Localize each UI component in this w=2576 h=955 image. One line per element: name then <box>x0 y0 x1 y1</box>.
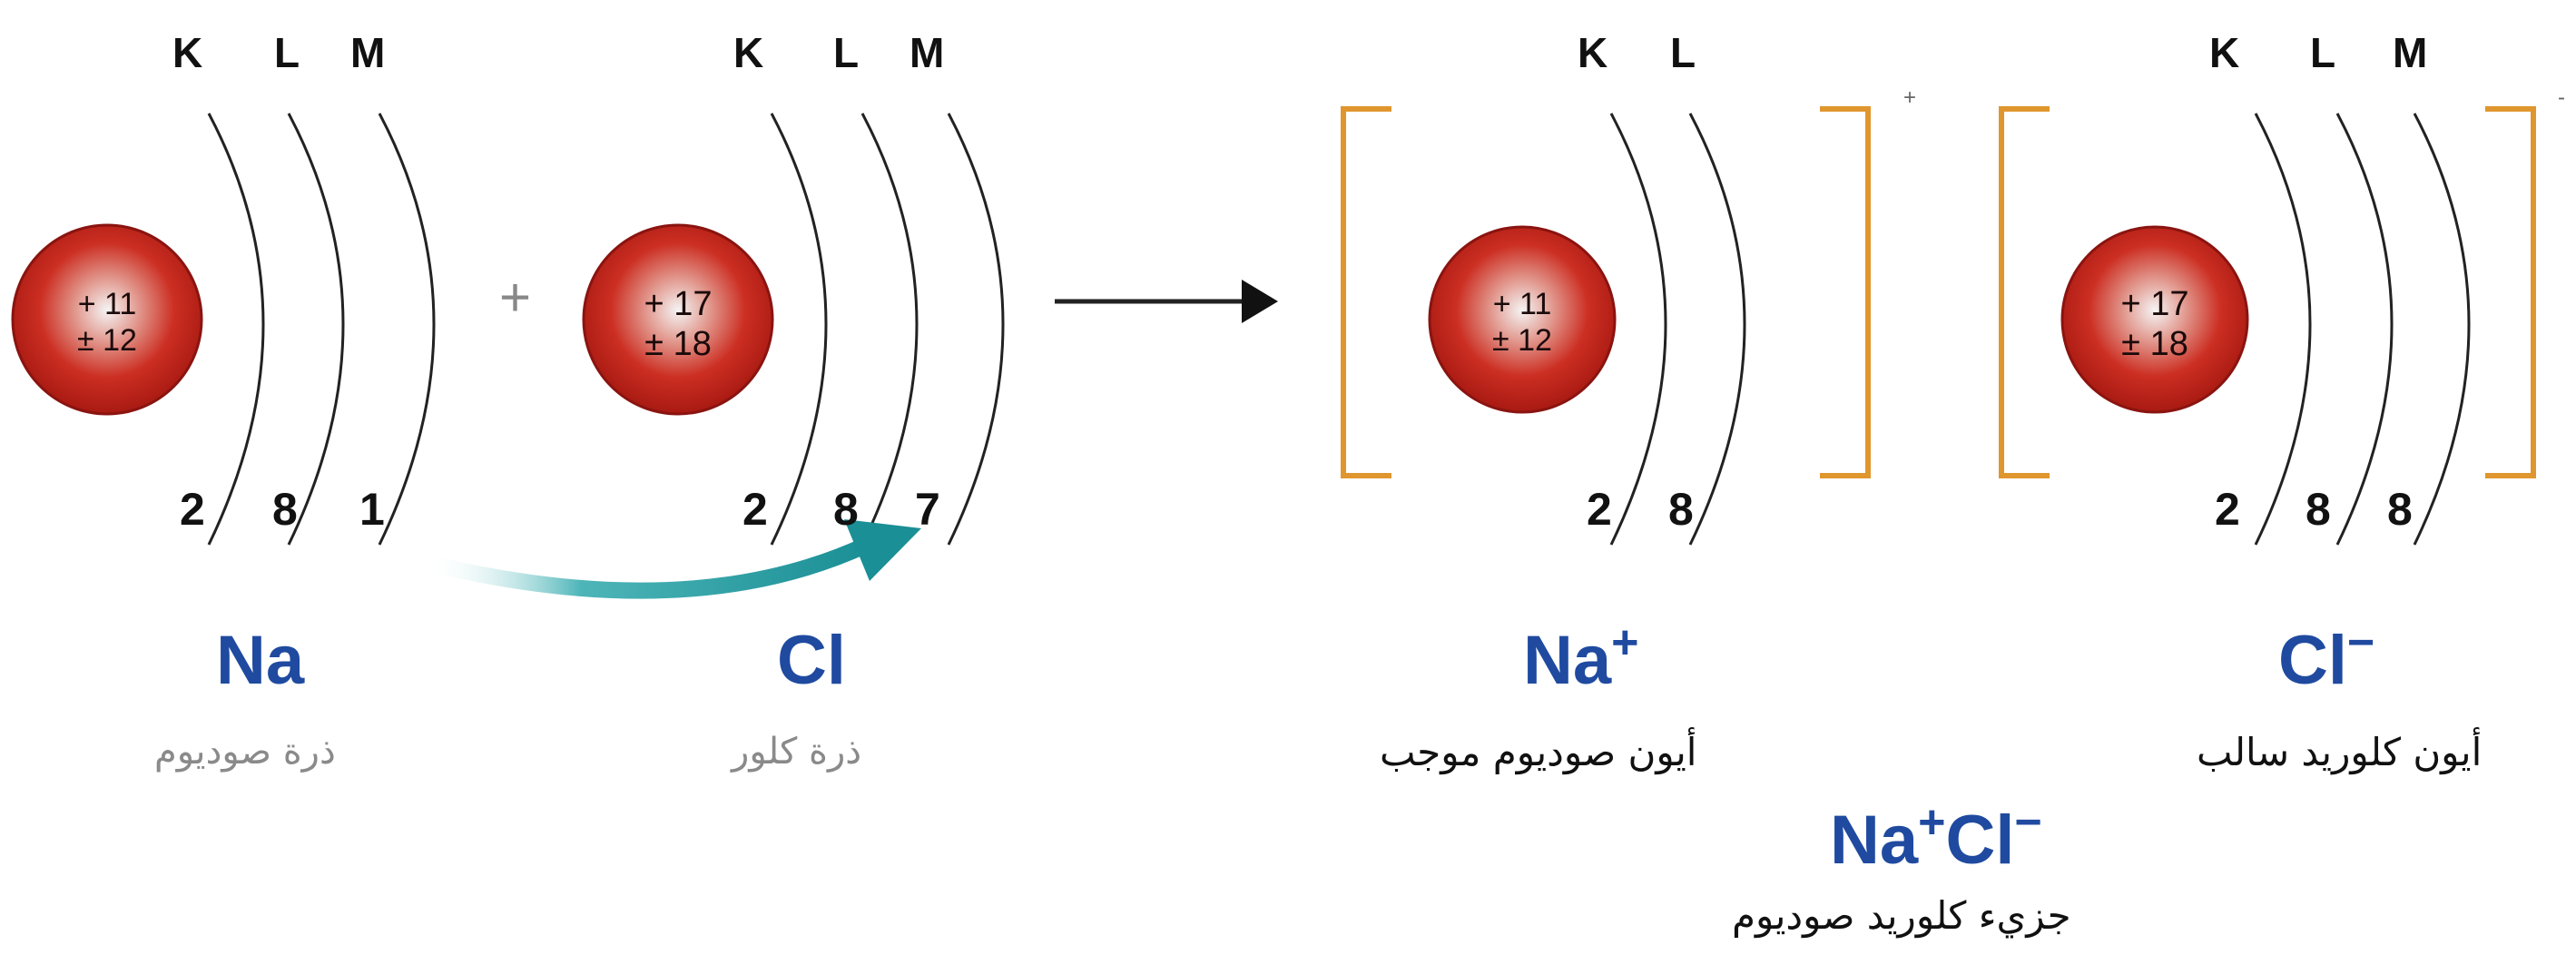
chloride-ion-charge: − <box>2347 616 2375 669</box>
sodium-ion-shell-label-k: K <box>1578 29 1608 76</box>
compound-formula-na: Na <box>1830 802 1919 879</box>
sodium-electrons-k: 2 <box>180 484 205 535</box>
reaction-arrow-head <box>1242 280 1278 323</box>
chloride-ion-nucleus-protons: + 17 <box>2120 285 2189 323</box>
chloride-ion-electrons-l: 8 <box>2306 484 2331 535</box>
chlorine-atom-symbol: Cl <box>777 622 846 699</box>
sodium-ion-nucleus <box>1428 225 1617 414</box>
sodium-electrons-m: 1 <box>359 484 385 535</box>
chlorine-shell-k <box>770 113 828 546</box>
sodium-ion-shell-label-l: L <box>1670 29 1696 76</box>
compound-formula-cl-charge: − <box>2014 796 2042 849</box>
chlorine-electrons-l: 8 <box>833 484 859 535</box>
chlorine-shell-label-k: K <box>733 29 764 76</box>
chloride-ion-bracket-left <box>1999 106 2050 478</box>
sodium-ion-name: أيون صوديوم موجب <box>1380 730 1697 774</box>
sodium-ion-electrons-l: 8 <box>1668 484 1694 535</box>
sodium-ion-bracket-right <box>1820 106 1871 478</box>
compound-formula-cl: Cl <box>1945 802 2015 879</box>
chloride-ion-nucleus <box>2060 225 2249 414</box>
chlorine-nucleus-protons: + 17 <box>644 285 713 323</box>
electron-transfer-arrowhead <box>844 519 921 581</box>
chlorine-nucleus-neutrons: ± 18 <box>644 325 712 363</box>
chloride-ion-shell-k <box>2254 113 2312 546</box>
chlorine-electrons-k: 2 <box>742 484 768 535</box>
sodium-shell-label-k: K <box>172 29 203 76</box>
chloride-ion-shell-m <box>2413 113 2471 546</box>
chlorine-shell-l <box>860 113 919 546</box>
chlorine-nucleus <box>582 223 774 416</box>
sodium-ion-bracket-left <box>1341 106 1391 478</box>
compound-formula-na-charge: + <box>1918 796 1946 849</box>
chlorine-electrons-m: 7 <box>915 484 940 535</box>
chloride-ion-symbol-text: Cl <box>2278 622 2347 699</box>
sodium-ion-symbol-text: Na <box>1523 622 1612 699</box>
sodium-ion-bracket-charge: + <box>1903 85 1917 110</box>
sodium-atom-symbol: Na <box>216 622 305 699</box>
sodium-atom-name: ذرة صوديوم <box>154 731 336 773</box>
compound-formula: Na+Cl− <box>1830 799 2042 875</box>
chloride-ion-shell-label-l: L <box>2310 29 2336 76</box>
sodium-ion-symbol: Na+ <box>1523 619 1639 695</box>
sodium-shell-label-m: M <box>350 29 386 76</box>
chlorine-shell-m <box>947 113 1005 546</box>
chlorine-shell-label-l: L <box>833 29 860 76</box>
chloride-ion-shell-label-m: M <box>2393 29 2428 76</box>
sodium-shell-m <box>378 113 436 546</box>
sodium-ion-shell-k <box>1609 113 1667 546</box>
sodium-ion-shell-l <box>1688 113 1746 546</box>
sodium-shell-k <box>207 113 265 546</box>
sodium-electrons-l: 8 <box>272 484 298 535</box>
chlorine-shell-label-m: M <box>909 29 945 76</box>
reaction-plus-sign: + <box>499 267 532 328</box>
chloride-ion-shell-l <box>2335 113 2394 546</box>
sodium-shell-l <box>287 113 345 546</box>
sodium-nucleus-protons: + 11 <box>77 287 137 321</box>
sodium-ion-charge: + <box>1611 616 1639 669</box>
chloride-ion-nucleus-neutrons: ± 18 <box>2121 325 2188 363</box>
chlorine-atom-name: ذرة كلور <box>732 731 862 773</box>
sodium-ion-nucleus-protons: + 11 <box>1492 287 1552 321</box>
compound-name: جزيء كلوريد صوديوم <box>1732 893 2071 938</box>
chloride-ion-electrons-k: 2 <box>2215 484 2240 535</box>
chloride-ion-bracket-charge: - <box>2558 85 2565 110</box>
sodium-ion-electrons-k: 2 <box>1587 484 1612 535</box>
sodium-ion-nucleus-neutrons: ± 12 <box>1492 323 1552 358</box>
sodium-shell-label-l: L <box>274 29 300 76</box>
chloride-ion-bracket-right <box>2485 106 2536 478</box>
sodium-nucleus-neutrons: ± 12 <box>77 323 137 358</box>
chloride-ion-symbol: Cl− <box>2278 619 2374 695</box>
chloride-ion-shell-label-k: K <box>2209 29 2240 76</box>
chloride-ion-electrons-m: 8 <box>2387 484 2413 535</box>
sodium-nucleus <box>11 223 203 416</box>
chloride-ion-name: أيون كلوريد سالب <box>2197 730 2483 774</box>
electron-transfer-arrow <box>418 537 875 599</box>
